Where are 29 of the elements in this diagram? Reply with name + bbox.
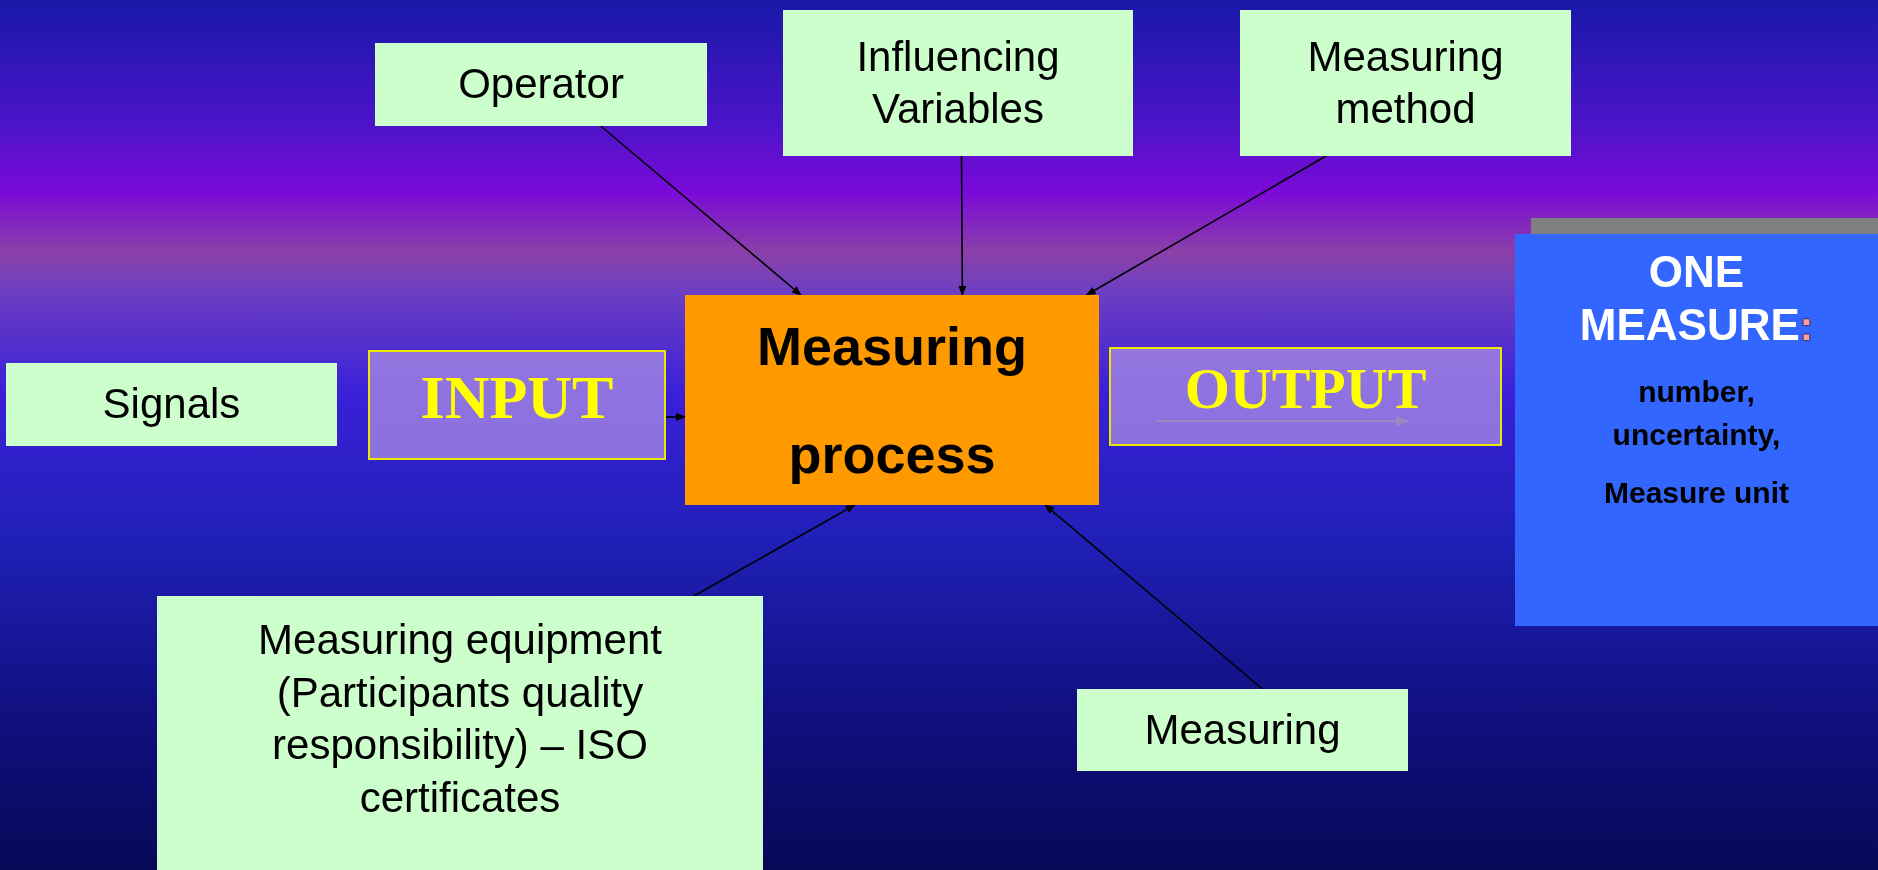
node-label: Measuring method xyxy=(1306,31,1505,134)
arrow xyxy=(1044,504,1264,690)
node-label: INPUT xyxy=(420,362,614,434)
process-box xyxy=(685,295,1099,505)
output-box xyxy=(1109,347,1502,446)
node-label: Influencing Variables xyxy=(855,31,1061,134)
process-box xyxy=(1077,689,1408,771)
process-box xyxy=(157,596,763,870)
process-box xyxy=(375,43,707,126)
arrow xyxy=(693,504,856,597)
process-box xyxy=(783,10,1133,156)
node-label: Measuring xyxy=(1144,704,1341,755)
node-label: Signals xyxy=(102,379,241,430)
result-heading: ONE MEASURE xyxy=(1579,247,1800,349)
input-box xyxy=(368,350,666,460)
result-text: Measure unit xyxy=(1602,474,1790,511)
node-label: OUTPUT xyxy=(1184,355,1427,424)
arrow xyxy=(665,412,686,421)
node-label: Operator xyxy=(458,59,624,110)
process-box xyxy=(6,363,337,446)
arrow xyxy=(958,155,967,296)
colon-mark: : xyxy=(1799,303,1814,348)
process-box xyxy=(1240,10,1571,156)
result-box xyxy=(1515,234,1878,626)
result-text: number, uncertainty, xyxy=(1611,373,1782,454)
arrow xyxy=(599,125,802,296)
node-label: Measuring equipment (Participants quality responsibility) – ISO certificates xyxy=(257,615,663,823)
node-label: Measuring process xyxy=(755,315,1029,486)
arrow xyxy=(1085,155,1327,296)
